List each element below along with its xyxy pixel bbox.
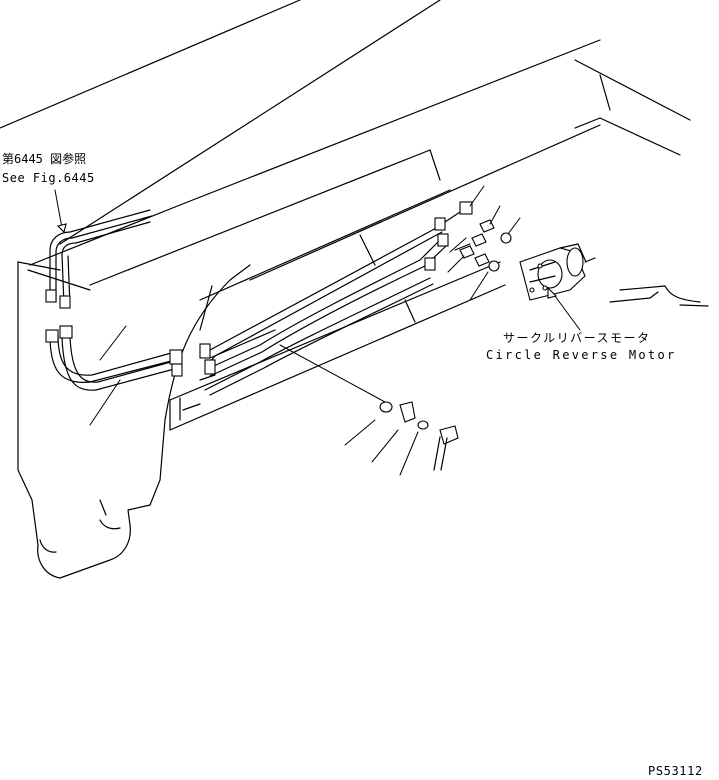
motor-label-jp: サークルリバースモータ (503, 331, 651, 345)
drawing-code: PS53112 (648, 764, 703, 778)
left-housing (17, 261, 251, 579)
hose-assembly-right (199, 217, 449, 396)
fittings-group (444, 201, 512, 272)
frame-outline (0, 0, 691, 431)
motor-label-en: Circle Reverse Motor (486, 348, 677, 362)
leader-lines (54, 185, 581, 476)
right-fragment (609, 285, 709, 307)
reference-label-jp: 第6445 図参照 (2, 152, 87, 166)
mounting-hardware (379, 401, 459, 471)
hose-assembly-left (45, 209, 183, 391)
reference-label-en: See Fig.6445 (2, 171, 95, 185)
circle-reverse-motor (519, 243, 596, 301)
